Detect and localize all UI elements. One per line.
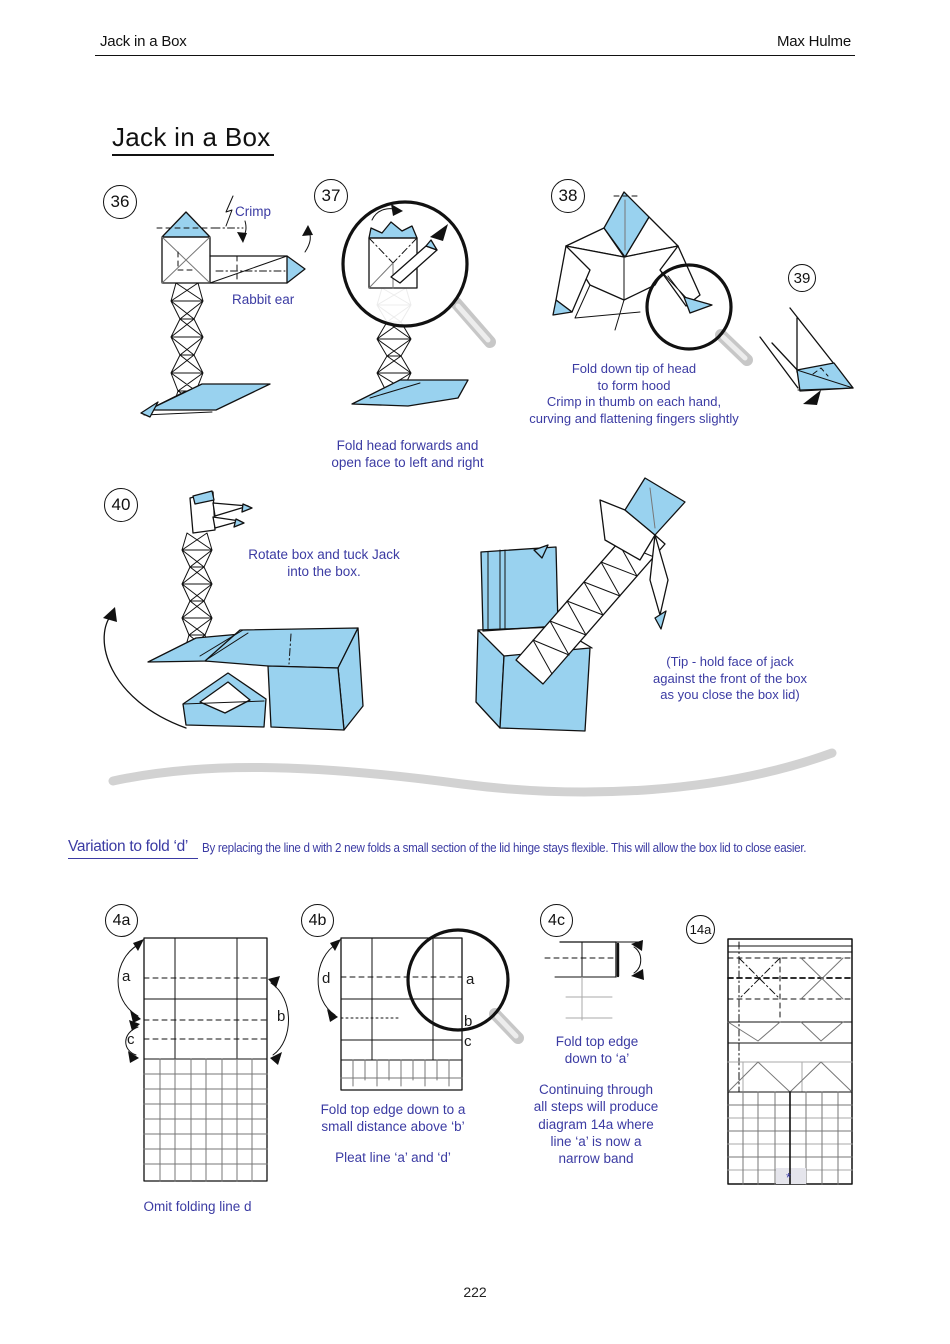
section-divider-swoosh: [108, 748, 837, 797]
step-4b-badge: 4b: [301, 904, 334, 937]
step-40-tip-caption: (Tip - hold face of jack against the fro…: [653, 654, 807, 703]
page-title: Jack in a Box: [112, 122, 274, 156]
step-4c-diagram: [544, 940, 644, 1021]
crimp-arrowhead: [237, 232, 247, 243]
step-38-diagram: [552, 191, 753, 366]
line-a-label: a: [122, 968, 131, 985]
right-hand: [683, 296, 713, 314]
step-37-badge: 37: [314, 179, 348, 213]
step-40-diagram: [103, 490, 364, 731]
crimp-bolt-icon: [225, 195, 234, 227]
fold-arrowhead: [391, 204, 403, 216]
line-b-label: b: [277, 1008, 285, 1025]
magnifier-icon: [645, 263, 753, 366]
step-4c-fold-caption: Fold top edge down to ‘a’: [555, 1034, 639, 1067]
page-title-wrap: Jack in a Box: [112, 122, 274, 156]
lid-upright: [480, 546, 559, 632]
step-4a-diagram: a c b: [117, 937, 289, 1182]
step-4a-caption: Omit folding line d: [143, 1199, 252, 1214]
variation-body: By replacing the line d with 2 new folds…: [202, 841, 807, 855]
jack-body: [599, 499, 656, 561]
step-14a-diagram: *: [727, 938, 853, 1185]
step-36-badge: 36: [103, 185, 137, 219]
step-14a-badge: 14a: [686, 915, 715, 944]
hand-fold: [796, 362, 854, 392]
base-sheet: [147, 383, 271, 411]
variation-heading: Variation to fold ‘d’: [68, 838, 199, 859]
step-4c-badge: 4c: [540, 904, 573, 937]
direction-arrowhead: [430, 224, 448, 241]
star-mark: *: [786, 1170, 791, 1185]
step-40-closing-diagram: [475, 477, 686, 732]
header-left-title: Jack in a Box: [100, 33, 187, 50]
jack-face-tip: [533, 544, 549, 559]
head-roof: [161, 211, 211, 238]
arm-tip: [286, 255, 306, 284]
spring-bellows: [181, 532, 213, 653]
jack-hood: [624, 477, 686, 536]
header-author: Max Hulme: [776, 33, 851, 50]
rabbit-ear-arrowhead: [302, 225, 313, 236]
jack-hand: [654, 610, 667, 630]
line-d-label: d: [322, 970, 330, 987]
step-4c-continue-caption: Continuing through all steps will produc…: [533, 1082, 659, 1167]
step-39-badge: 39: [788, 264, 816, 292]
base-sheet: [351, 379, 469, 407]
step-4a-badge: 4a: [105, 904, 138, 937]
head-top-blue: [368, 221, 418, 239]
step-39-diagram: [759, 307, 854, 405]
step-38-caption: Fold down tip of head to form hood Crimp…: [529, 361, 739, 426]
rotate-arrowhead: [103, 607, 117, 622]
star-cell: [776, 1168, 806, 1184]
hood: [603, 191, 650, 258]
line-c-label: c: [127, 1031, 135, 1048]
page-number: 222: [463, 1284, 487, 1300]
right-arm: [659, 245, 701, 307]
line-a-label: a: [466, 971, 475, 988]
push-arrowhead: [803, 390, 821, 405]
line-b-label: b: [464, 1013, 472, 1030]
step-40-badge: 40: [104, 488, 138, 522]
box-front-face: [267, 665, 345, 731]
step-4b-fold-caption: Fold top edge down to a small distance a…: [320, 1102, 466, 1135]
step-37-diagram: [341, 200, 496, 407]
step-4b-diagram: d a b c: [317, 928, 524, 1091]
line-c-label: c: [464, 1033, 472, 1050]
rabbit-ear-label: Rabbit ear: [232, 292, 295, 307]
header-rule: [95, 55, 855, 56]
crimp-label: Crimp: [235, 204, 271, 219]
step-37-caption: Fold head forwards and open face to left…: [331, 438, 484, 471]
box-lid: [204, 627, 359, 669]
step-38-badge: 38: [551, 179, 585, 213]
step-4b-pleat-caption: Pleat line ‘a’ and ‘d’: [335, 1150, 451, 1165]
box-left-face: [475, 629, 505, 729]
step-40-rotate-caption: Rotate box and tuck Jack into the box.: [248, 547, 400, 580]
jack-bellows: [515, 519, 666, 685]
left-hand: [552, 299, 573, 316]
step-36-diagram: [140, 195, 313, 418]
magnifier-icon: [406, 928, 524, 1044]
